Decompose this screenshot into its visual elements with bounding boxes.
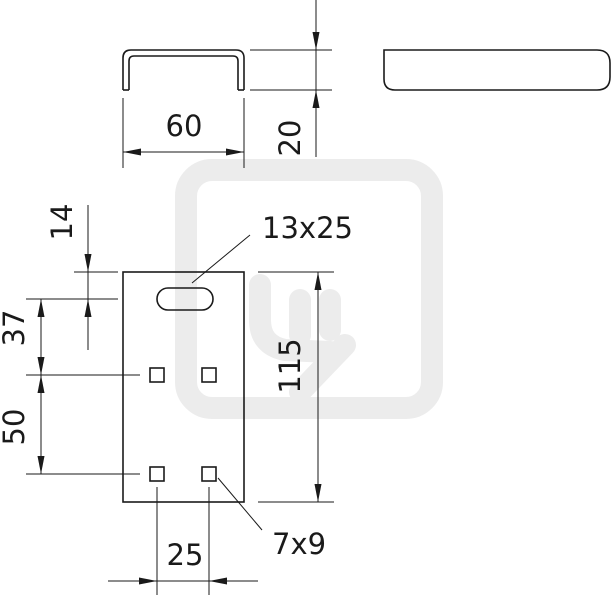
square-hole [149,466,165,482]
slot-hole [156,287,214,311]
dim-label-115: 115 [273,338,307,393]
dim-label-37: 37 [0,310,31,347]
watermark-logo [175,159,443,419]
dimension-pitch: 37 50 [0,298,140,475]
callout-slot: 13x25 [191,211,353,284]
square-hole [201,367,217,383]
square-hole [201,466,217,482]
dimension-width-60: 60 [122,98,245,168]
side-profile-view [122,49,245,91]
dim-label-7x9: 7x9 [272,527,326,561]
dim-label-50: 50 [0,409,31,446]
plate-front-view [122,271,245,503]
dim-label-14: 14 [45,204,79,241]
dim-label-13x25: 13x25 [262,211,353,245]
dimension-offset-14: 14 [45,204,118,350]
dim-label-25: 25 [167,538,204,572]
dimension-spacing-25: 25 [108,487,258,595]
front-profile-view [383,49,611,91]
dim-label-20: 20 [273,120,307,157]
square-hole [149,367,165,383]
dimension-total-115: 115 [258,271,334,503]
callout-square-hole: 7x9 [217,477,326,561]
dim-label-60: 60 [166,109,203,143]
dimension-height-20: 20 [250,0,332,157]
